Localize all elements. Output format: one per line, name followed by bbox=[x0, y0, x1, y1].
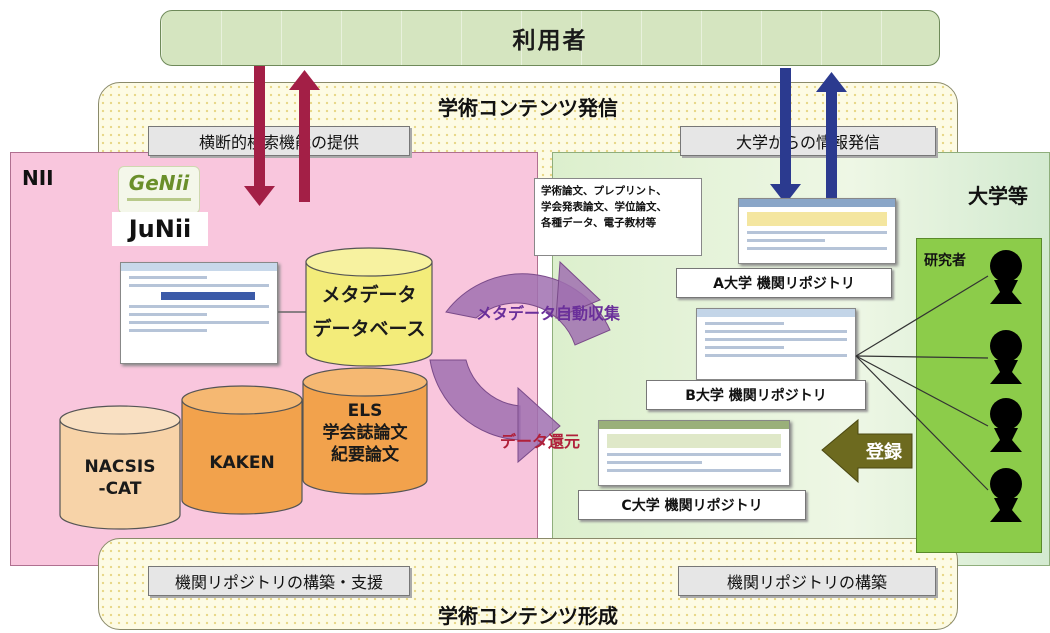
cross-search-label: 横断的検索機能の提供 bbox=[148, 126, 410, 156]
screenshot-line bbox=[129, 313, 207, 316]
logo-rule bbox=[127, 198, 191, 201]
nacsis-label-line: -CAT bbox=[98, 479, 142, 499]
metadata-db-label: メタデータ データベース bbox=[306, 278, 432, 346]
researcher-person-icon bbox=[990, 398, 1022, 452]
register-arrow-icon bbox=[821, 418, 913, 484]
repo-c-screenshot bbox=[598, 420, 790, 486]
researcher-person-icon bbox=[990, 250, 1022, 304]
user-label: 利用者 bbox=[512, 28, 588, 54]
screenshot-line bbox=[129, 329, 207, 332]
els-label-line: ELS bbox=[347, 401, 383, 421]
callout-line: 学術論文、プレプリント、 bbox=[541, 185, 667, 197]
screenshot-line bbox=[129, 321, 269, 324]
nacsis-label-line: NACSIS bbox=[84, 457, 156, 477]
screenshot-line bbox=[705, 354, 847, 357]
user-bar bbox=[160, 10, 940, 66]
screenshot-header bbox=[599, 421, 789, 429]
harvest-label: メタデータ自動収集 bbox=[476, 304, 621, 323]
repo-b-label: B大学 機関リポジトリ bbox=[646, 380, 866, 410]
university-info-label: 大学からの情報発信 bbox=[680, 126, 936, 156]
metadata-db-label-line: データベース bbox=[312, 318, 426, 340]
kaken-cylinder bbox=[181, 385, 303, 515]
repository-support-label: 機関リポジトリの構築・支援 bbox=[148, 566, 410, 596]
genii-logo-text: GeNii bbox=[128, 171, 190, 195]
researcher-panel bbox=[916, 238, 1042, 553]
els-label: ELS 学会誌論文 紀要論文 bbox=[303, 400, 427, 466]
els-label-line: 紀要論文 bbox=[331, 445, 399, 465]
screenshot-searchbox bbox=[161, 292, 255, 300]
screenshot-line bbox=[747, 247, 887, 250]
metadata-db-label-line: メタデータ bbox=[321, 284, 417, 306]
repository-build-label: 機関リポジトリの構築 bbox=[678, 566, 936, 596]
screenshot-header bbox=[121, 263, 277, 271]
return-arrow-icon bbox=[429, 359, 561, 464]
screenshot-line bbox=[705, 330, 847, 333]
screenshot-line bbox=[607, 469, 781, 472]
content-types-callout: 学術論文、プレプリント、 学会発表論文、学位論文、 各種データ、電子教材等 bbox=[534, 178, 702, 256]
screenshot-line bbox=[129, 305, 269, 308]
nacsis-cylinder bbox=[59, 405, 181, 530]
screenshot-header bbox=[697, 309, 855, 317]
repo-a-screenshot bbox=[738, 198, 896, 264]
screenshot-line bbox=[705, 346, 784, 349]
top-band-title: 学術コンテンツ発信 bbox=[438, 96, 618, 120]
bottom-band-title: 学術コンテンツ形成 bbox=[438, 604, 618, 628]
screenshot-header bbox=[739, 199, 895, 207]
nii-title: NII bbox=[22, 166, 54, 190]
screenshot-line bbox=[129, 284, 269, 287]
kaken-label: KAKEN bbox=[209, 453, 275, 473]
metadata-db-cylinder bbox=[305, 247, 433, 367]
junii-logo: JuNii bbox=[112, 212, 208, 246]
callout-line: 学会発表論文、学位論文、 bbox=[541, 201, 667, 213]
researcher-connectors bbox=[855, 275, 989, 491]
register-label: 登録 bbox=[866, 442, 902, 463]
callout-line: 各種データ、電子教材等 bbox=[541, 217, 657, 229]
repo-c-label: C大学 機関リポジトリ bbox=[578, 490, 806, 520]
screenshot-line bbox=[705, 322, 784, 325]
genii-logo: GeNii bbox=[118, 166, 200, 214]
screenshot-line bbox=[607, 453, 781, 456]
researcher-person-icon bbox=[990, 468, 1022, 522]
researcher-label: 研究者 bbox=[924, 253, 966, 269]
els-cylinder bbox=[302, 367, 428, 495]
university-title: 大学等 bbox=[968, 184, 1028, 208]
harvest-arrow-icon bbox=[445, 260, 611, 346]
nii-portal-screenshot bbox=[120, 262, 278, 364]
screenshot-block bbox=[747, 212, 887, 226]
nacsis-label: NACSIS -CAT bbox=[60, 456, 180, 500]
els-label-line: 学会誌論文 bbox=[322, 423, 408, 443]
screenshot-line bbox=[129, 276, 207, 279]
researcher-person-icon bbox=[990, 330, 1022, 384]
repo-a-label: A大学 機関リポジトリ bbox=[676, 268, 892, 298]
screenshot-line bbox=[747, 239, 825, 242]
screenshot-block bbox=[607, 434, 781, 448]
screenshot-line bbox=[747, 231, 887, 234]
screenshot-line bbox=[705, 338, 847, 341]
screenshot-line bbox=[607, 461, 702, 464]
repo-b-screenshot bbox=[696, 308, 856, 380]
return-label: データ還元 bbox=[500, 432, 581, 451]
